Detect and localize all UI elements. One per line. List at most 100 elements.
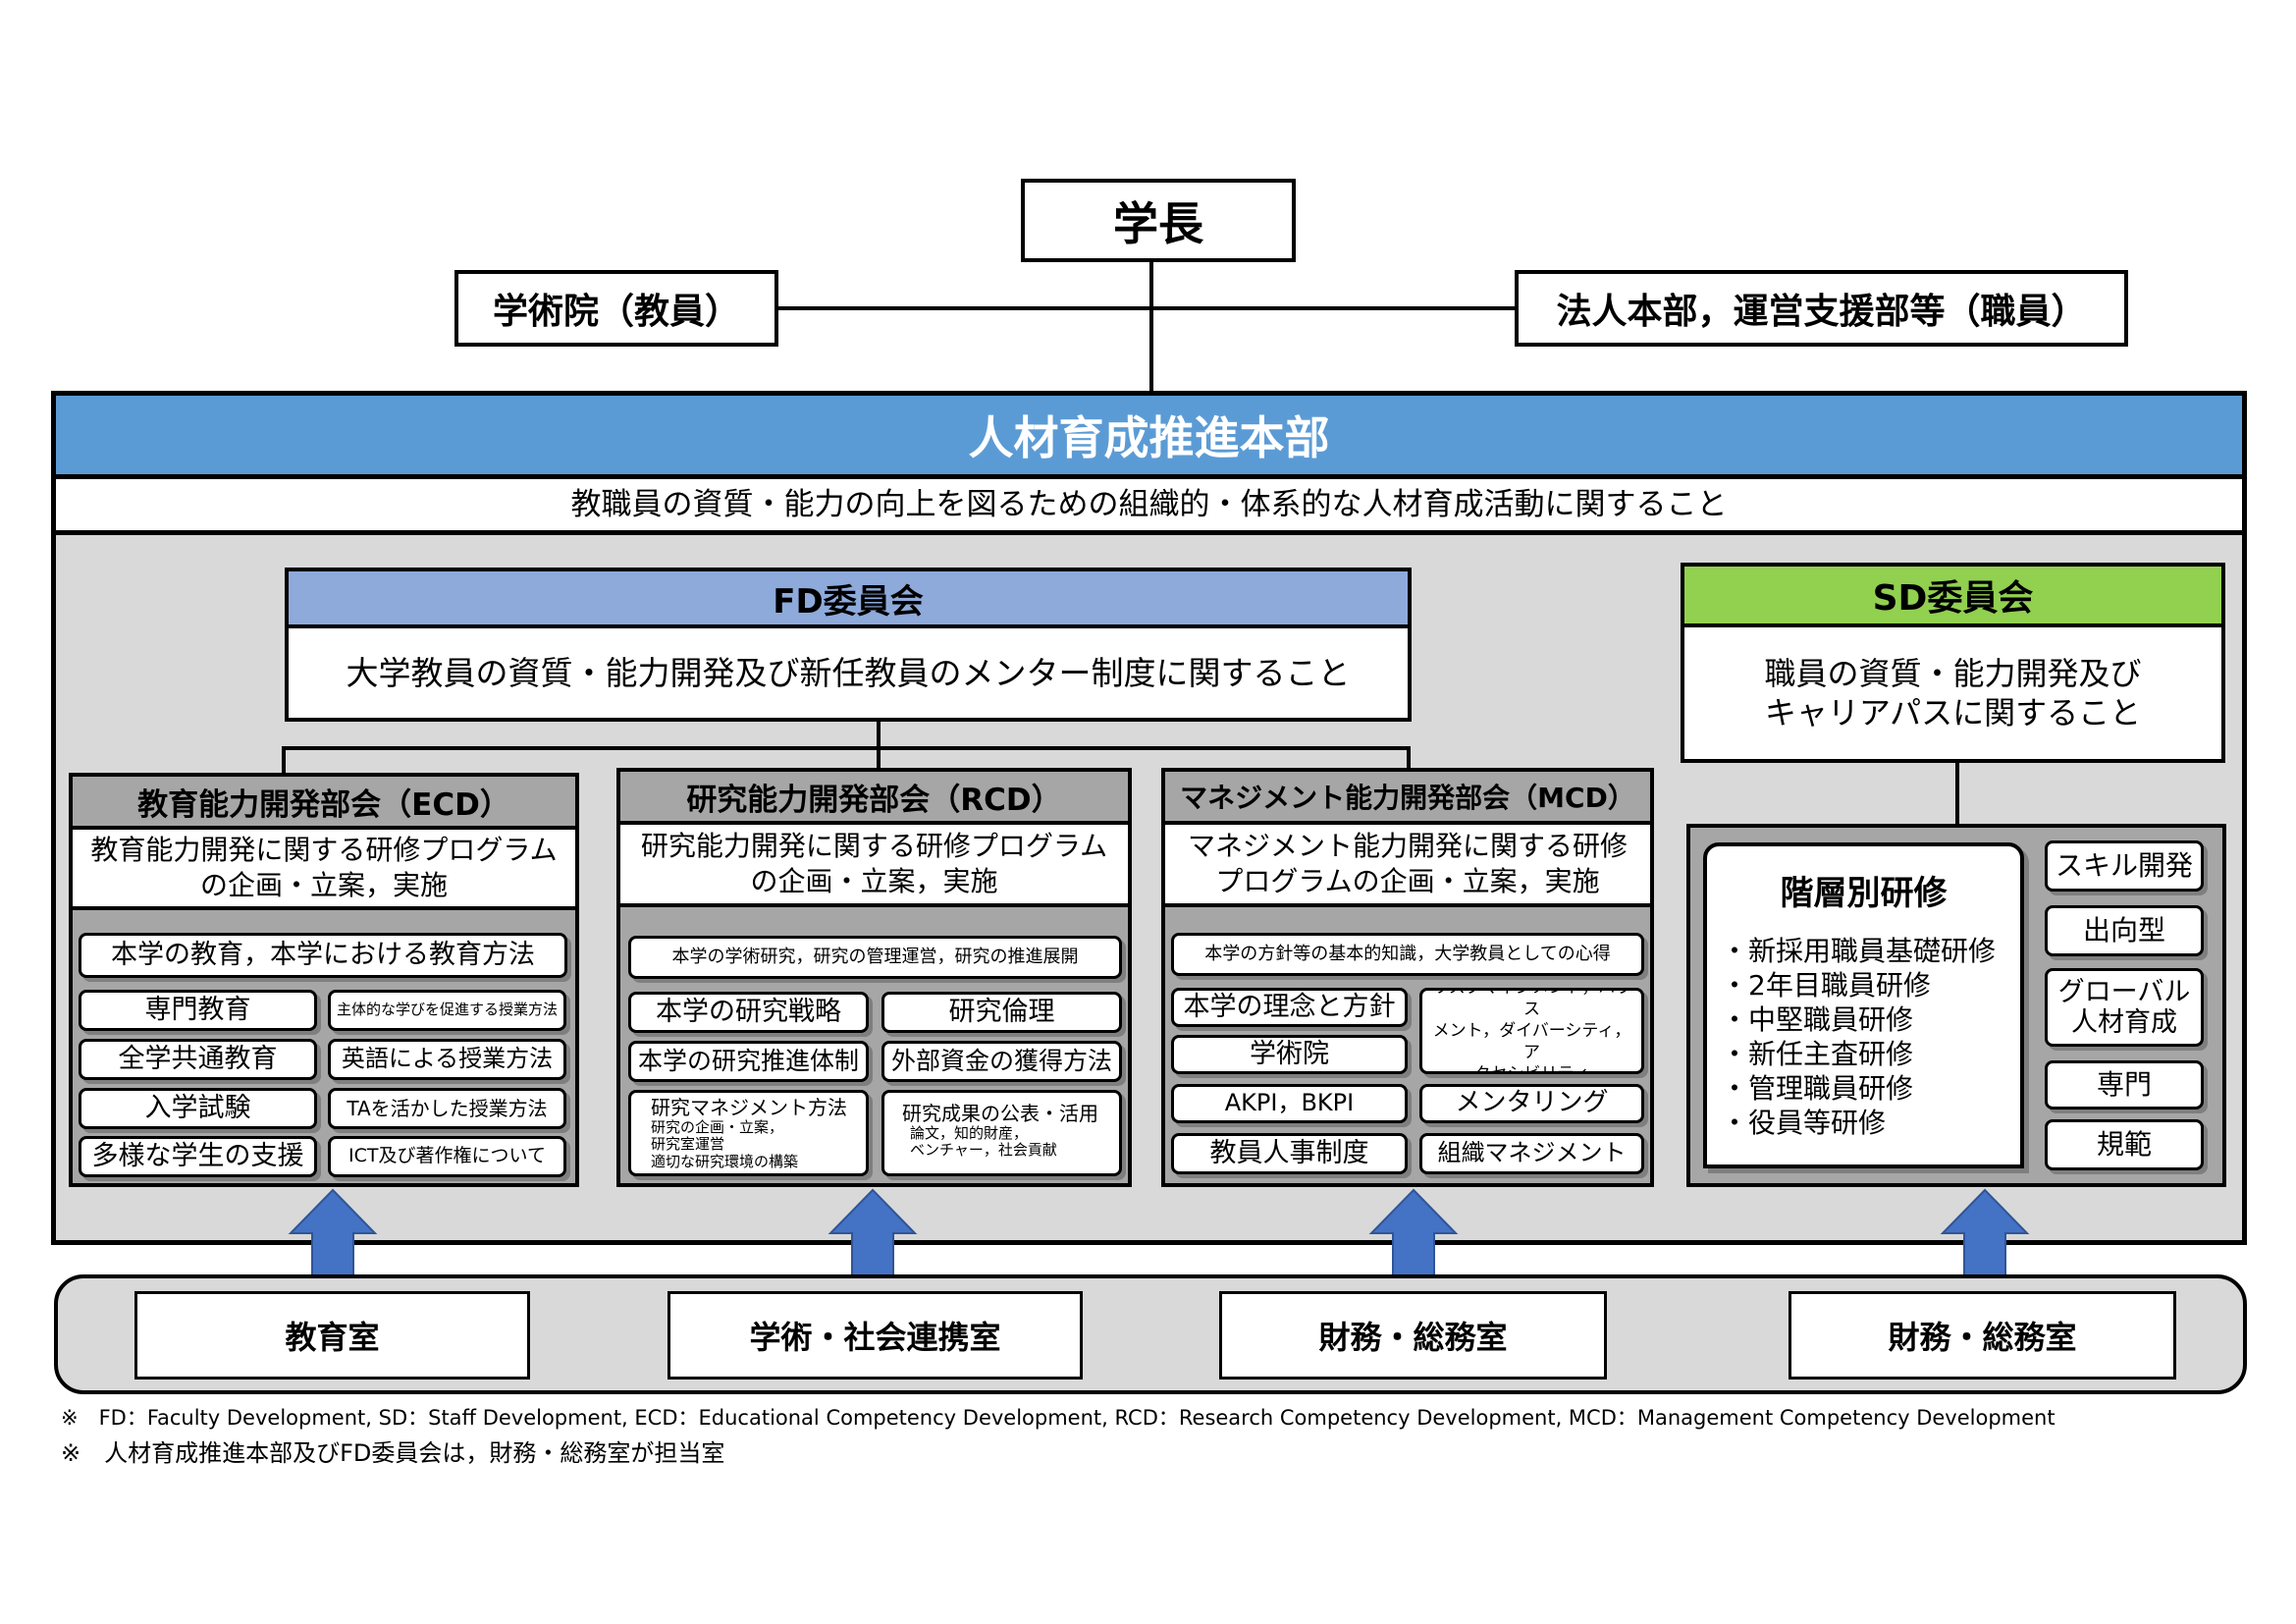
rcd-output-item: ベンチャー，社会貢献 [910, 1141, 1057, 1160]
mcd-item: 組織マネジメント [1419, 1133, 1644, 1174]
ecd-item: 主体的な学びを促進する授業方法 [328, 990, 566, 1031]
fd-title-bar: FD委員会 [285, 568, 1412, 628]
sd-description-line1: 職員の資質・能力開発及び [1764, 655, 2142, 692]
training-side-label: スキル開発 [2055, 848, 2193, 882]
academic-box: 学術院（教員） [454, 270, 778, 347]
mcd-item: 学術院 [1171, 1035, 1408, 1074]
rcd-research-output-box: 研究成果の公表・活用 論文，知的財産， ベンチャー，社会貢献 [881, 1090, 1122, 1176]
fd-description-box: 大学教員の資質・能力開発及び新任教員のメンター制度に関すること [285, 628, 1412, 722]
ecd-item: 専門教育 [79, 990, 317, 1031]
ecd-item-label: TAを活かした授業方法 [347, 1096, 548, 1120]
rcd-item: 本学の研究戦略 [628, 992, 869, 1033]
ecd-item: TAを活かした授業方法 [328, 1088, 566, 1129]
rcd-research-mgmt-box: 研究マネジメント方法 研究の企画・立案， 研究室運営 適切な研究環境の構築 [628, 1090, 869, 1176]
mcd-wide-label: 本学の方針等の基本的知識，大学教員としての心得 [1204, 943, 1611, 964]
ecd-wide-label: 本学の教育，本学における教育方法 [111, 940, 535, 971]
tiered-training-item: ・新任主査研修 [1721, 1038, 1914, 1070]
mcd-desc-line1: マネジメント能力開発に関する研修 [1187, 829, 1628, 862]
ecd-item-label: 英語による授業方法 [341, 1045, 554, 1073]
mcd-item-label: 学術院 [1250, 1039, 1329, 1070]
rcd-title: 研究能力開発部会（RCD） [686, 782, 1062, 818]
tiered-training-box: 階層別研修 ・新採用職員基礎研修 ・2年目職員研修 ・中堅職員研修 ・新任主査研… [1703, 842, 2024, 1168]
training-side-label: 専門 [2096, 1067, 2152, 1101]
rcd-mgmt-item: 研究の企画・立案， [651, 1118, 784, 1136]
training-side-label: 規範 [2096, 1127, 2152, 1161]
training-side-label: 出向型 [2082, 913, 2165, 947]
rcd-output-item: 論文，知的財産， [910, 1124, 1029, 1142]
hq-title-bar: 人材育成推進本部 [51, 391, 2247, 479]
office-box: 財務・総務室 [1219, 1291, 1607, 1380]
training-side-item: 規範 [2045, 1119, 2204, 1170]
office-box: 財務・総務室 [1789, 1291, 2176, 1380]
tiered-training-title: 階層別研修 [1780, 874, 1948, 913]
ecd-desc-line1: 教育能力開発に関する研修プログラム [90, 833, 558, 866]
mcd-description-box: マネジメント能力開発に関する研修 プログラムの企画・立案，実施 [1161, 825, 1654, 907]
hq-description: 教職員の資質・能力の向上を図るための組織的・体系的な人材育成活動に関すること [570, 486, 1728, 522]
training-side-label: 人材育成 [2071, 1007, 2177, 1038]
fd-connector-down [877, 722, 881, 749]
mcd-item-label: 本学の理念と方針 [1183, 992, 1396, 1023]
training-side-item: 専門 [2045, 1060, 2204, 1110]
fd-title: FD委員会 [773, 581, 924, 622]
ecd-wide-item: 本学の教育，本学における教育方法 [79, 933, 567, 978]
mcd-risk-line: メント，ダイバーシティ，ア [1432, 1020, 1631, 1063]
fd-connector-ecd [282, 746, 286, 774]
rcd-wide-label: 本学の学術研究，研究の管理運営，研究の推進展開 [671, 946, 1079, 967]
rcd-item-label: 外部資金の獲得方法 [890, 1046, 1112, 1075]
tiered-training-item: ・中堅職員研修 [1721, 1003, 1914, 1036]
ecd-item: 英語による授業方法 [328, 1039, 566, 1080]
office-label: 教育室 [285, 1319, 380, 1356]
fd-connector-horizontal [282, 746, 1411, 750]
tiered-training-item: ・2年目職員研修 [1721, 969, 1931, 1001]
mcd-item: メンタリング [1419, 1084, 1644, 1123]
rcd-mgmt-item: 適切な研究環境の構築 [651, 1152, 799, 1170]
up-arrow-icon [828, 1188, 918, 1285]
rcd-mgmt-item: 研究室運営 [651, 1135, 725, 1154]
rcd-item: 研究倫理 [881, 992, 1122, 1033]
sd-title: SD委員会 [1872, 578, 2034, 619]
mcd-risk-line: リスクマネジメント，ハラス [1432, 991, 1632, 1019]
office-label: 学術・社会連携室 [749, 1319, 1001, 1356]
tiered-training-item: ・管理職員研修 [1721, 1072, 1914, 1105]
mcd-item: AKPI，BKPI [1171, 1084, 1408, 1123]
corporate-box: 法人本部，運営支援部等（職員） [1515, 270, 2128, 347]
up-arrow-icon [1368, 1188, 1459, 1285]
mcd-desc-line2: プログラムの企画・立案，実施 [1215, 865, 1600, 897]
tiered-training-item: ・新採用職員基礎研修 [1721, 935, 1997, 967]
up-arrow-icon [1940, 1188, 2030, 1285]
rcd-item-label: 本学の研究戦略 [656, 997, 841, 1028]
fd-description: 大学教員の資質・能力開発及び新任教員のメンター制度に関すること [346, 653, 1351, 692]
president-box: 学長 [1021, 179, 1296, 262]
ecd-item-label: ICT及び著作権について [348, 1145, 546, 1167]
ecd-item-label: 専門教育 [144, 995, 251, 1026]
hq-description-box: 教職員の資質・能力の向上を図るための組織的・体系的な人材育成活動に関すること [51, 479, 2247, 535]
ecd-item-label: 全学共通教育 [118, 1044, 278, 1075]
ecd-item: 全学共通教育 [79, 1039, 317, 1080]
sd-title-bar: SD委員会 [1681, 563, 2225, 627]
training-side-label: グローバル [2057, 976, 2191, 1007]
rcd-wide-item: 本学の学術研究，研究の管理運営，研究の推進展開 [628, 936, 1122, 979]
rcd-desc-line1: 研究能力開発に関する研修プログラム [640, 829, 1108, 862]
mcd-wide-item: 本学の方針等の基本的知識，大学教員としての心得 [1171, 933, 1644, 976]
ecd-item-label: 主体的な学びを促進する授業方法 [336, 1001, 558, 1019]
training-side-item: グローバル 人材育成 [2045, 968, 2204, 1047]
office-label: 財務・総務室 [1318, 1319, 1508, 1356]
corporate-label: 法人本部，運営支援部等（職員） [1556, 292, 2087, 332]
training-side-item: 出向型 [2045, 905, 2204, 956]
president-label: 学長 [1113, 196, 1203, 250]
rcd-title-bar: 研究能力開発部会（RCD） [616, 768, 1132, 825]
ecd-item: 入学試験 [79, 1088, 317, 1129]
mcd-item-label: 教員人事制度 [1209, 1138, 1369, 1169]
rcd-output-title: 研究成果の公表・活用 [902, 1102, 1098, 1125]
mcd-item: 本学の理念と方針 [1171, 988, 1408, 1027]
mcd-risk-line: クセシビリティ [1474, 1063, 1590, 1071]
ecd-item: ICT及び著作権について [328, 1136, 566, 1177]
hq-title: 人材育成推進本部 [968, 411, 1330, 464]
rcd-desc-line2: の企画・立案，実施 [750, 865, 998, 897]
sd-description-box: 職員の資質・能力開発及び キャリアパスに関すること [1681, 627, 2225, 763]
mcd-item-label: メンタリング [1455, 1088, 1609, 1118]
ecd-item-label: 入学試験 [144, 1093, 251, 1124]
ecd-title-bar: 教育能力開発部会（ECD） [69, 773, 579, 830]
footnote: ※ FD：Faculty Development, SD：Staff Devel… [61, 1406, 2056, 1430]
office-box: 学術・社会連携室 [667, 1291, 1083, 1380]
